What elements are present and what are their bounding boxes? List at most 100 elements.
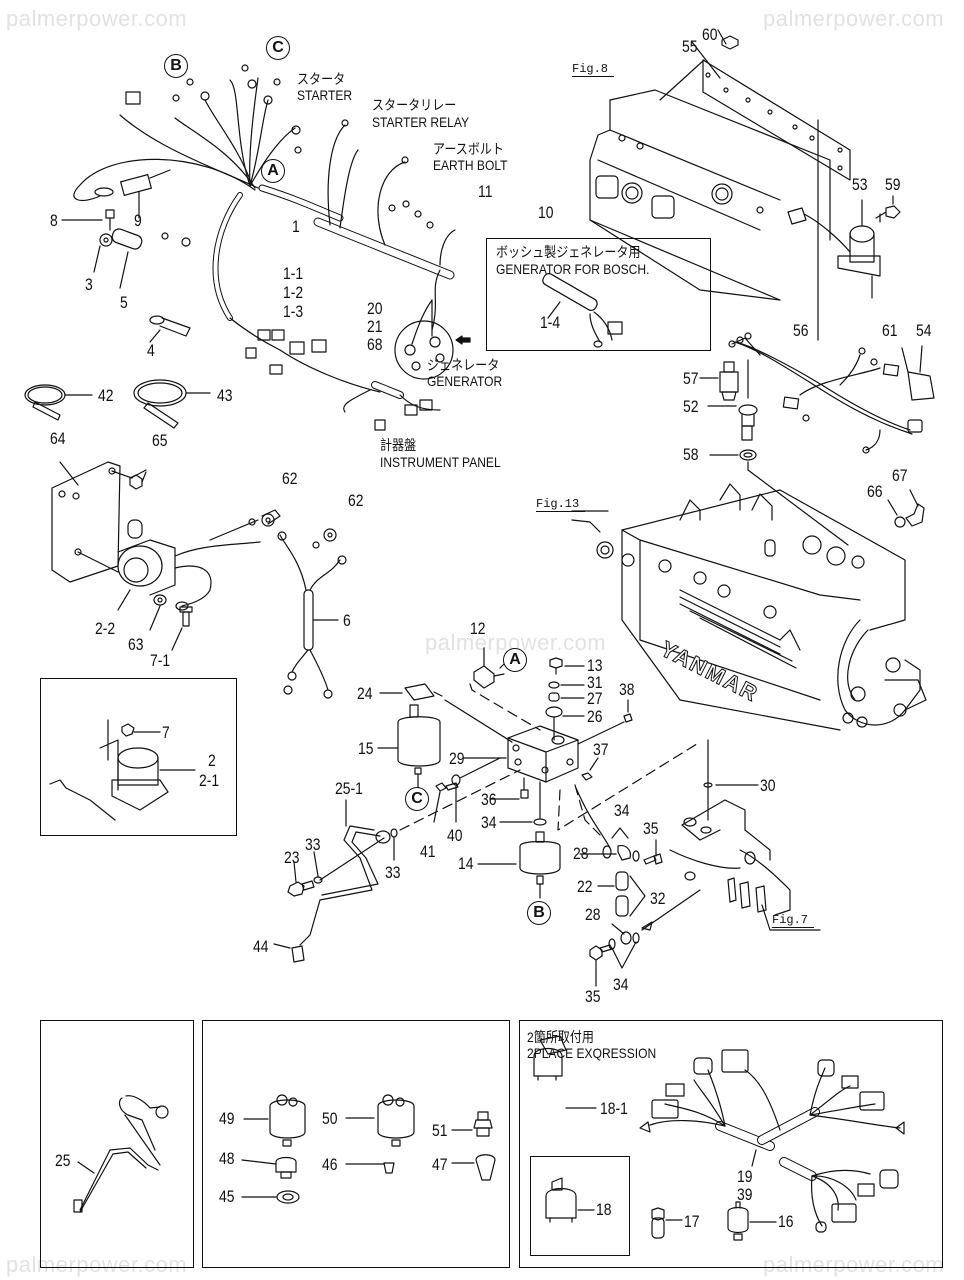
bosch-generator-detail xyxy=(541,272,622,347)
harness-56 xyxy=(700,214,934,545)
part-label-22: 22 xyxy=(577,877,593,896)
part-label-28-upper: 28 xyxy=(573,844,589,863)
part-label-1-1: 1-1 xyxy=(283,264,304,283)
fig7-bracket xyxy=(670,740,820,930)
oil-pipe-25-1 xyxy=(274,800,397,962)
part-label-12: 12 xyxy=(470,619,486,638)
part-label-47: 47 xyxy=(432,1155,448,1174)
caption-instrument-panel-en: INSTRUMENT PANEL xyxy=(380,454,501,470)
harness-19-inset-box xyxy=(519,1020,943,1268)
watermark-top-right: palmerpower.com xyxy=(763,6,945,31)
sensors-inset-box xyxy=(202,1020,510,1268)
part-label-4: 4 xyxy=(147,341,155,360)
part-label-57: 57 xyxy=(683,369,699,388)
part-label-2-1: 2-1 xyxy=(199,771,220,790)
part-label-40: 40 xyxy=(447,826,463,845)
fig7-reference: Fig.7 xyxy=(772,913,815,928)
part-label-56: 56 xyxy=(793,321,809,340)
callout-a-top: A xyxy=(261,159,285,183)
part-label-59: 59 xyxy=(885,175,901,194)
part-label-15: 15 xyxy=(358,739,374,758)
part-label-53: 53 xyxy=(852,175,868,194)
cable-ties xyxy=(25,380,210,428)
part-label-27: 27 xyxy=(587,689,603,708)
part-label-18: 18 xyxy=(596,1200,612,1219)
part-label-65: 65 xyxy=(152,431,168,450)
part-label-29: 29 xyxy=(449,749,465,768)
caption-generator-en: GENERATOR xyxy=(427,373,503,389)
caption-earth-bolt-jp: アースボルト xyxy=(433,141,504,157)
caption-starter-en: STARTER xyxy=(297,87,353,103)
relay-18-inset-box xyxy=(530,1156,630,1256)
part-label-61: 61 xyxy=(882,321,898,340)
caption-two-place-jp: 2箇所取付用 xyxy=(527,1029,594,1045)
part-9-switch xyxy=(121,170,170,218)
part-label-58: 58 xyxy=(683,445,699,464)
part-label-32: 32 xyxy=(650,889,666,908)
bosch-generator-inset-box xyxy=(486,238,711,351)
part-label-48: 48 xyxy=(219,1149,235,1168)
part-label-66: 66 xyxy=(867,482,883,501)
part-label-36: 36 xyxy=(481,790,497,809)
distribution-block xyxy=(378,648,700,986)
part-label-39: 39 xyxy=(737,1185,753,1204)
part-label-1-2: 1-2 xyxy=(283,283,304,302)
part-label-2: 2 xyxy=(208,751,216,770)
part-label-43: 43 xyxy=(217,386,233,405)
fig13-reference: Fig.13 xyxy=(536,497,586,512)
part-label-14: 14 xyxy=(458,854,474,873)
part-label-51: 51 xyxy=(432,1121,448,1140)
part-label-26: 26 xyxy=(587,707,603,726)
caption-bosch-jp: ボッシュ製ジェネレータ用 xyxy=(496,244,641,260)
part-label-24: 24 xyxy=(357,684,373,703)
part-label-25-1: 25-1 xyxy=(335,779,363,798)
part-label-2-2: 2-2 xyxy=(95,619,116,638)
part-label-3: 3 xyxy=(85,275,93,294)
part-label-68: 68 xyxy=(367,335,383,354)
part-label-1: 1 xyxy=(292,217,300,236)
part-label-34-upper: 34 xyxy=(614,801,630,820)
part-label-55: 55 xyxy=(682,37,698,56)
part-label-45: 45 xyxy=(219,1187,235,1206)
caption-starter-jp: スタータ xyxy=(297,71,346,87)
part-label-46: 46 xyxy=(322,1155,338,1174)
part-label-20: 20 xyxy=(367,299,383,318)
harness-6 xyxy=(210,510,346,698)
part-label-33-right: 33 xyxy=(385,863,401,882)
part-label-31: 31 xyxy=(587,673,603,692)
part-label-30: 30 xyxy=(760,776,776,795)
part-label-42: 42 xyxy=(98,386,114,405)
part-label-60: 60 xyxy=(702,25,718,44)
watermark-bottom-left: palmerpower.com xyxy=(6,1252,188,1277)
caption-generator-jp: ジェネレータ xyxy=(427,357,500,373)
part-label-10: 10 xyxy=(538,203,554,222)
part-label-67: 67 xyxy=(892,466,908,485)
caption-instrument-panel-jp: 計器盤 xyxy=(380,437,417,453)
part-label-44: 44 xyxy=(253,937,269,956)
part-label-7-1: 7-1 xyxy=(150,651,171,670)
caption-two-place-en: 2PLACE EXQRESSION xyxy=(527,1045,657,1061)
callout-b-top: B xyxy=(164,54,188,78)
caption-earth-bolt-en: EARTH BOLT xyxy=(433,157,508,173)
part-label-13: 13 xyxy=(587,656,603,675)
caption-starter-relay-en: STARTER RELAY xyxy=(372,114,470,130)
part-label-62-right: 62 xyxy=(348,491,364,510)
part-label-49: 49 xyxy=(219,1109,235,1128)
part-label-11: 11 xyxy=(478,182,493,201)
part-label-16: 16 xyxy=(778,1212,794,1231)
part-label-62-left: 62 xyxy=(282,469,298,488)
part-label-23: 23 xyxy=(284,848,300,867)
relay-2-inset-art xyxy=(50,720,195,820)
part-label-34-lower: 34 xyxy=(613,975,629,994)
fig13-injection-pump xyxy=(572,484,926,730)
part-label-35-upper: 35 xyxy=(643,819,659,838)
pipe-25-inset-box xyxy=(40,1020,194,1268)
part-label-54: 54 xyxy=(916,321,932,340)
bottom-left-inset-art xyxy=(74,1096,168,1212)
part-label-64: 64 xyxy=(50,429,66,448)
part-label-25: 25 xyxy=(55,1151,71,1170)
starter-relay-assembly xyxy=(52,462,260,650)
part-label-35-lower: 35 xyxy=(585,987,601,1006)
